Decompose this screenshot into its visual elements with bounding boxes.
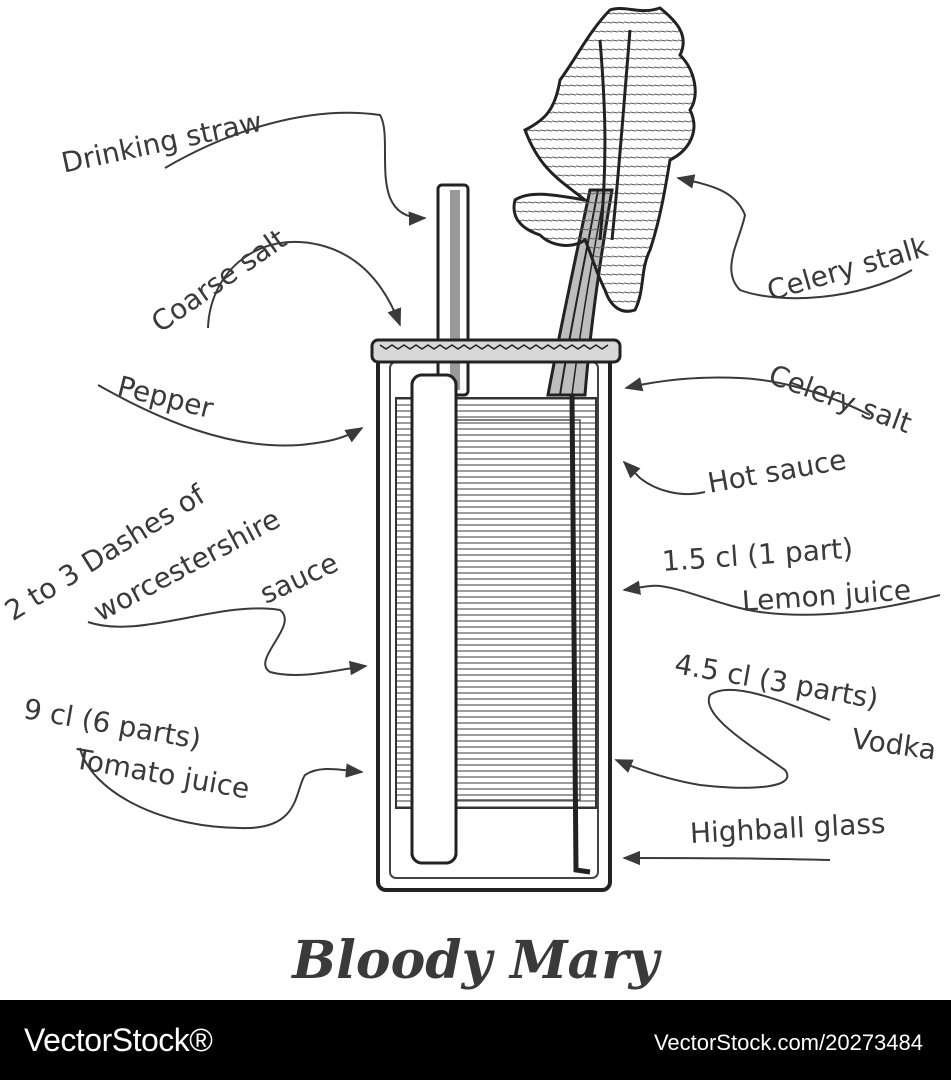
- arrow-coarse-salt: [207, 240, 402, 329]
- arrow-pepper: [97, 384, 364, 447]
- arrow-hot-sauce: [622, 460, 706, 496]
- footer-bar: VectorStock® VectorStock.com/20273484: [0, 1000, 951, 1080]
- footer-brand: VectorStock®: [24, 1022, 213, 1058]
- highball-glass: [370, 338, 622, 892]
- arrow-drinking-straw: [164, 111, 427, 226]
- arrow-worcestershire: [87, 607, 368, 676]
- drink-title: Bloody Mary: [292, 930, 659, 991]
- arrow-vodka: [614, 688, 831, 789]
- celery-stalk: [512, 6, 697, 397]
- arrow-highball-glass: [622, 850, 831, 866]
- bloody-mary-illustration: [79, 6, 941, 892]
- salted-rim: [370, 338, 622, 364]
- pointer-lines: [79, 111, 941, 866]
- arrow-celery-stalk: [676, 174, 913, 300]
- arrow-celery-salt: [624, 376, 871, 416]
- footer-image-id: VectorStock.com/20273484: [653, 1030, 923, 1055]
- arrow-tomato-juice: [79, 747, 364, 830]
- arrow-lemon-juice: [622, 580, 941, 616]
